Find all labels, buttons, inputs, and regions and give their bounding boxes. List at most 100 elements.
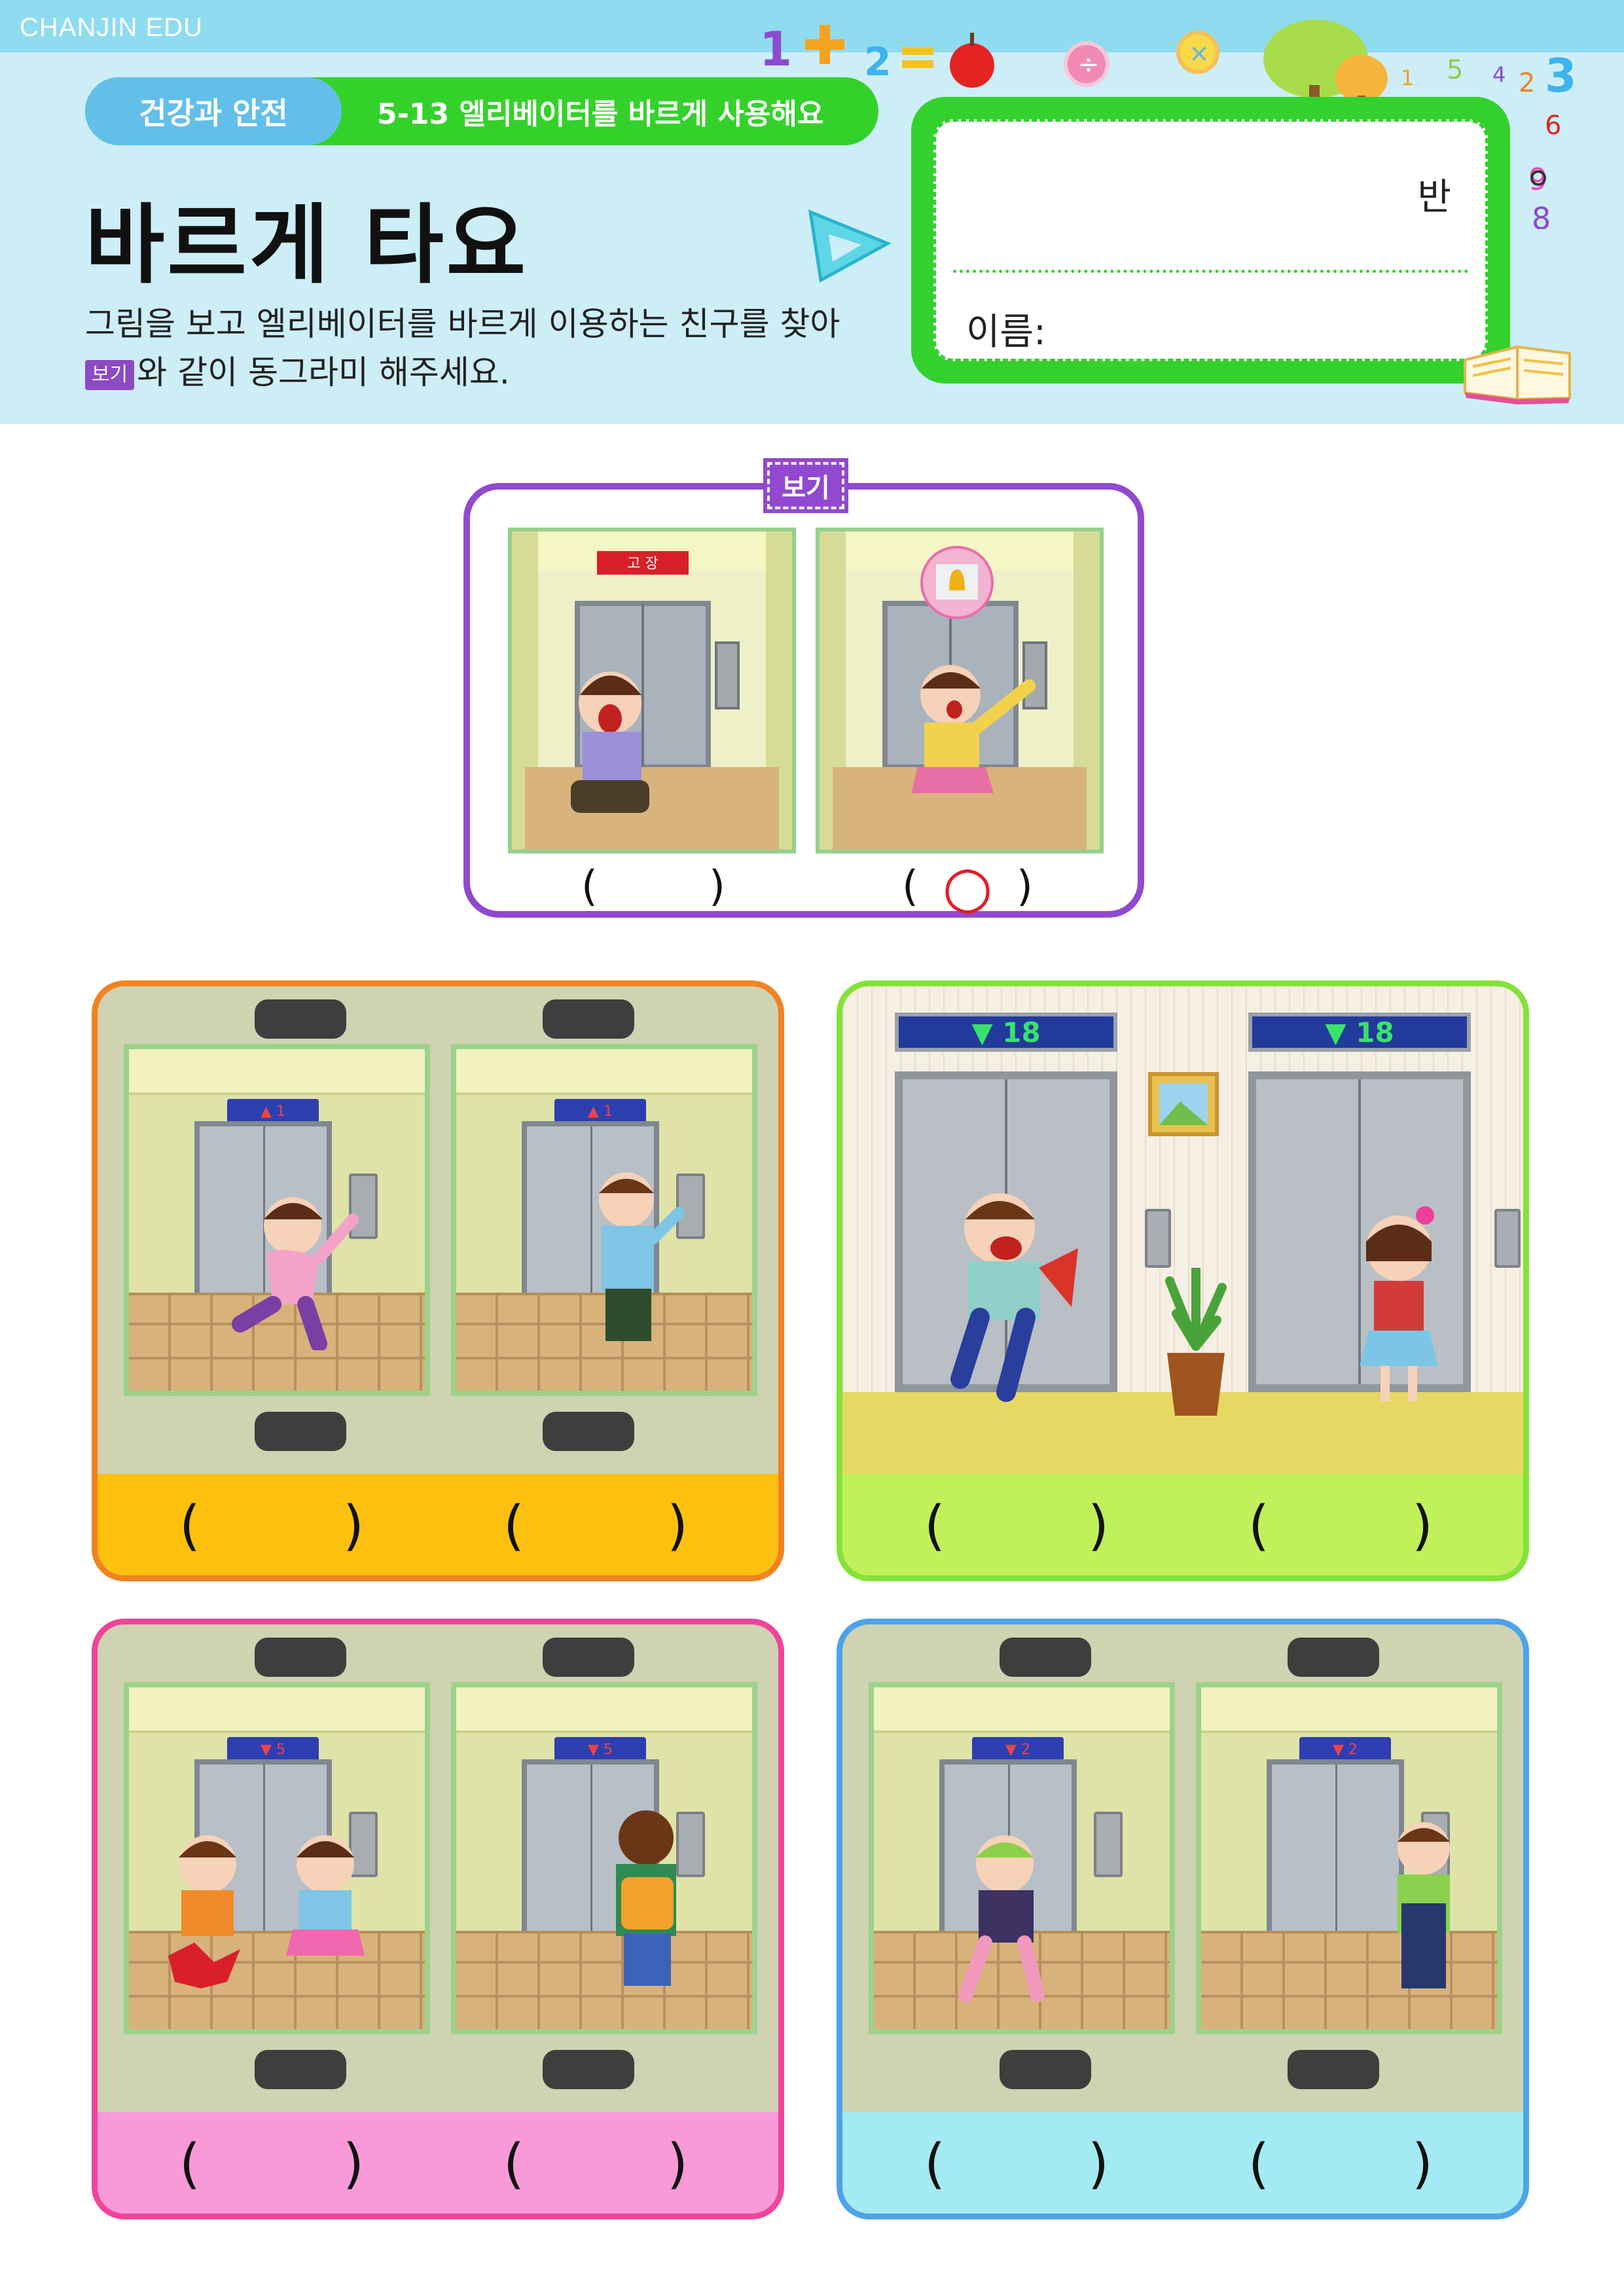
svg-text:8: 8 [1532,201,1551,229]
floor-indicator: ▼ 18 [895,1013,1117,1052]
floor-indicator: ▼ 5 [554,1737,646,1762]
question-panel-1: ▲ 1 ▲ 1 ( ) [92,980,784,1581]
answer-paren: ( [1248,1495,1269,1557]
svg-text:5: 5 [1447,55,1463,85]
button-panel [676,1174,705,1239]
svg-text:1: 1 [1401,65,1414,90]
call-button-panel [1494,1209,1521,1268]
svg-text:×: × [1189,39,1210,67]
floor-indicator: ▼ 18 [1248,1013,1471,1052]
girl-leaning-on-door-illustration [958,1835,1045,2002]
strap-icon [1000,2050,1091,2089]
answer-paren: ( [179,1495,200,1557]
answer-paren: ( [503,1495,524,1557]
elevator-scene-1a: ▲ 1 [124,1044,430,1396]
name-box-inner: 반 이름: [933,119,1488,361]
category-label: 건강과 안전 [85,77,342,145]
crying-child-illustration: 고 장 [512,531,792,850]
potted-plant-icon [1165,1268,1227,1416]
name-box: 반 이름: [911,97,1510,384]
unit-pill: 건강과 안전 5-13 엘리베이터를 바르게 사용해요 [85,77,878,145]
math-decoration-icon: 1 2 ÷ × 1 5 4 3 2 6 9 8 [759,20,1577,229]
floor-indicator: ▼ 5 [227,1737,319,1762]
answer-paren: ) [1088,2133,1109,2195]
answer-paren: ) [343,2133,364,2195]
instruction-line-2: 와 같이 동그라미 해주세요. [137,353,510,391]
svg-text:6: 6 [1545,111,1561,141]
strap-icon [1000,1638,1091,1677]
svg-text:2: 2 [1519,68,1535,98]
question-panel-3: ▼ 5 ▼ 5 [92,1619,784,2219]
elevator-scene-3a: ▼ 5 [124,1682,430,2034]
class-label: 반 [1417,176,1451,219]
floor-indicator: ▼ 2 [1299,1737,1391,1762]
topic-label: 5-13 엘리베이터를 바르게 사용해요 [377,98,824,131]
answer-paren: ) [1412,2133,1433,2195]
floor-indicator: ▲ 1 [227,1099,319,1124]
example-scene-wrong: 고 장 [508,528,796,853]
triangle-ruler-icon [808,209,892,283]
floor-indicator: ▲ 1 [554,1099,646,1124]
boy-running-illustration [950,1193,1078,1402]
strap-icon [255,1412,346,1451]
example-answer-circle-icon: ○ [942,853,993,920]
answer-paren: ( [179,2133,200,2195]
answer-paren: ( [1248,2133,1269,2195]
strap-icon [543,1638,634,1677]
button-panel [349,1174,378,1239]
answer-paren: ( [924,2133,945,2195]
book-icon [1464,345,1571,404]
floor-indicator: ▼ 2 [972,1737,1064,1762]
answer-row-1: ( ) ( ) [98,1474,778,1575]
example-tag: 보기 [85,359,135,390]
strap-icon [543,2050,634,2089]
example-answer-right: (○) [902,853,1033,920]
svg-text:÷: ÷ [1077,50,1100,80]
answer-paren: ) [1088,1495,1109,1557]
answer-paren: ( [924,1495,945,1557]
example-scene-right [816,528,1104,853]
elevator-scene-1b: ▲ 1 [451,1044,757,1396]
answer-row-2: ( ) ( ) [842,1474,1523,1575]
instruction-line-1: 그림을 보고 엘리베이터를 바르게 이용하는 친구를 찾아 [85,305,840,343]
example-label: 보기 [763,458,848,513]
boy-with-backpack-illustration [616,1810,676,1986]
svg-text:3: 3 [1545,49,1577,103]
girl-waiting-illustration [1360,1206,1438,1401]
name-label: 이름: [966,311,1046,353]
name-divider [953,270,1468,273]
answer-row-4: ( ) ( ) [842,2112,1523,2214]
strap-icon [1288,2050,1379,2089]
example-answer-left: () [581,863,725,911]
kids-jumping-illustration [168,1835,365,1988]
answer-row-3: ( ) ( ) [98,2112,778,2214]
strap-icon [1288,1638,1379,1677]
svg-text:4: 4 [1492,62,1506,87]
question-panel-2: ▼ 18 ▼ 18 ( ) ( [837,980,1529,1581]
answer-paren: ) [667,1495,688,1557]
button-panel [1094,1812,1123,1877]
answer-paren: ) [343,1495,364,1557]
alarm-girl-illustration [820,531,1100,850]
answer-paren: ) [667,2133,688,2195]
example-box: 고 장 [463,483,1144,918]
header: CHANJIN EDU 건강과 안전 5-13 엘리베이터를 바르게 사용해요 … [0,0,1624,424]
strap-icon [255,2050,346,2089]
elevator-scene-3b: ▼ 5 [451,1682,757,2034]
elevator-scene-4a: ▼ 2 [869,1682,1175,2034]
strap-icon [543,1412,634,1451]
svg-text:1: 1 [759,22,792,77]
call-button-panel [1145,1209,1171,1268]
boy-standing-illustration [1398,1822,1450,1988]
strap-icon [543,999,634,1039]
elevator-door [1248,1071,1471,1392]
answer-paren: ( [503,2133,524,2195]
button-panel [676,1812,705,1877]
picture-frame-icon [1148,1072,1219,1136]
strap-icon [255,999,346,1039]
question-panel-4: ▼ 2 ▼ 2 ( ) ( ) [837,1619,1529,2219]
broken-sign-text: 고 장 [627,556,658,572]
svg-text:2: 2 [864,39,892,85]
